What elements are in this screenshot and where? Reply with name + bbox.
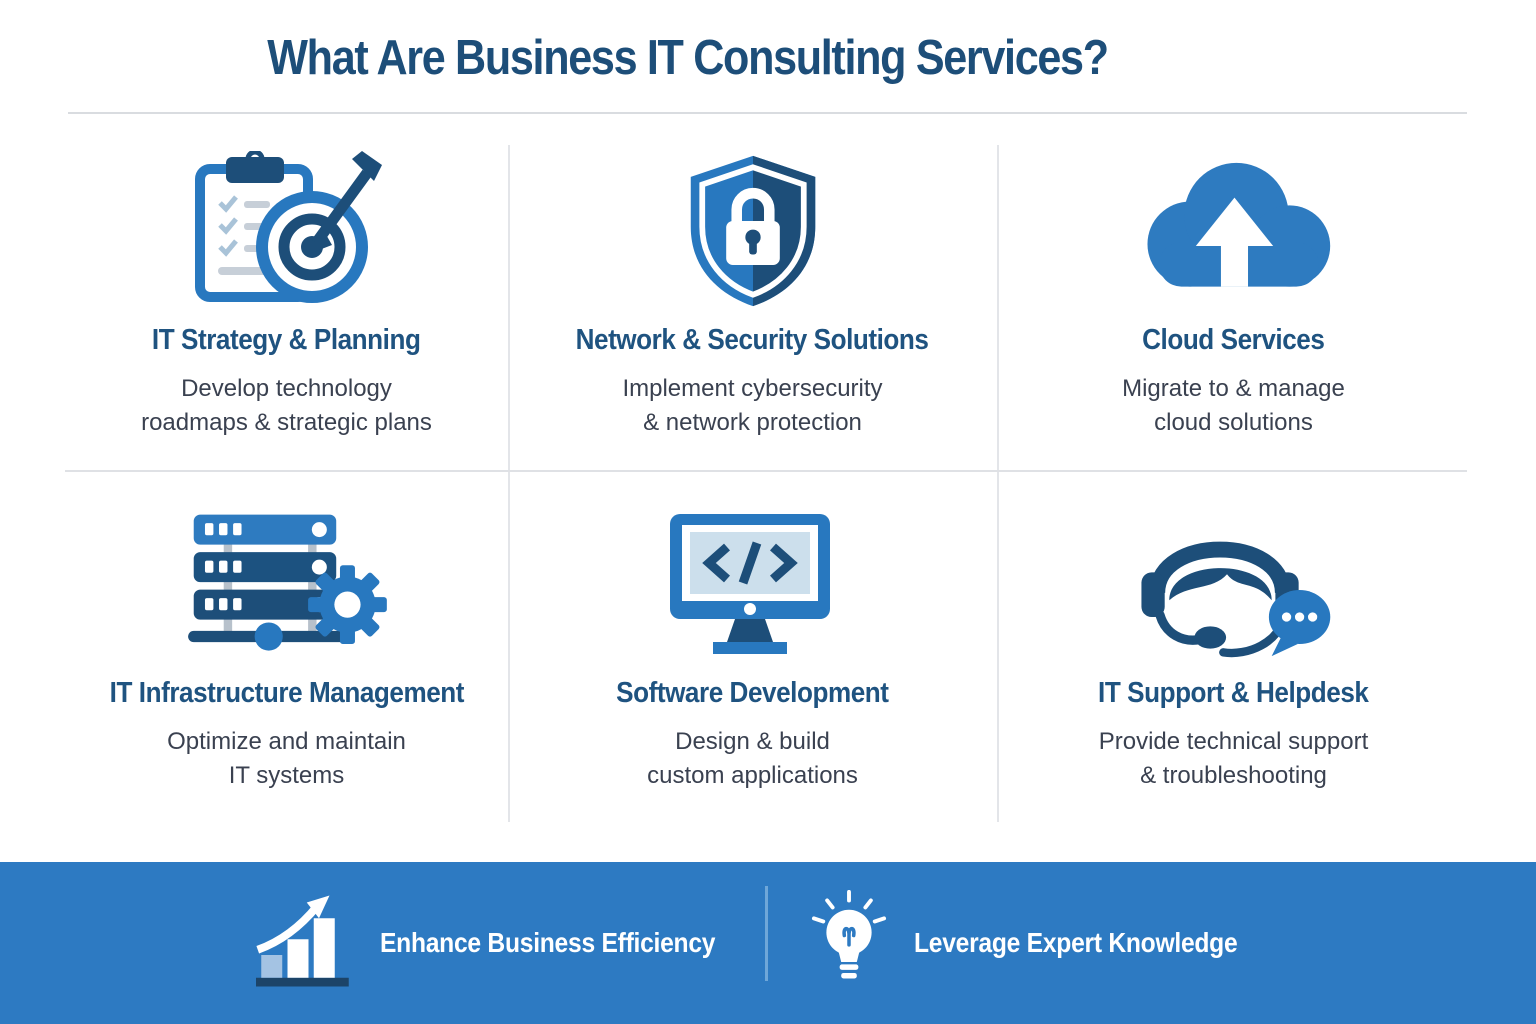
service-description-line2: & network protection [643, 409, 862, 436]
service-description: Implement cybersecurity & network protect… [622, 372, 882, 440]
service-card-network-security: Network & Security Solutions Implement c… [508, 115, 997, 472]
service-title: IT Support & Helpdesk [1098, 677, 1369, 709]
service-description-line1: Optimize and maintain [167, 728, 406, 755]
footer-banner: Enhance Business Efficiency Leverage Exp… [0, 862, 1536, 1024]
service-description: Design & build custom applications [647, 725, 858, 793]
page-header: What Are Business IT Consulting Services… [0, 30, 1536, 86]
service-description: Develop technology roadmaps & strategic p… [141, 372, 432, 440]
service-title: IT Infrastructure Management [109, 677, 464, 709]
service-card-infrastructure: IT Infrastructure Management Optimize an… [65, 472, 508, 847]
service-card-support: IT Support & Helpdesk Provide technical … [997, 472, 1470, 847]
cloud-upload-icon [1130, 152, 1338, 310]
clipboard-target-icon [189, 151, 385, 310]
service-description: Optimize and maintain IT systems [167, 725, 406, 793]
footer-divider [765, 886, 768, 981]
server-gear-icon [186, 505, 388, 663]
footer-label-efficiency: Enhance Business Efficiency [380, 927, 716, 958]
service-title: Software Development [616, 677, 889, 709]
service-description-line1: Migrate to & manage [1122, 375, 1345, 402]
service-description-line1: Design & build [675, 728, 830, 755]
service-description-line2: IT systems [228, 762, 345, 789]
monitor-code-icon [665, 505, 840, 663]
service-description-line1: Develop technology [181, 375, 392, 402]
service-description-line1: Implement cybersecurity [622, 375, 883, 402]
footer-item-efficiency: Enhance Business Efficiency [256, 862, 761, 1024]
grid-row-divider [65, 470, 1467, 472]
header-divider [68, 112, 1467, 114]
service-description-line2: custom applications [647, 762, 858, 789]
headset-chat-icon [1134, 505, 1334, 663]
service-description-line2: cloud solutions [1154, 409, 1313, 436]
service-card-software: Software Development Design & build custo… [508, 472, 997, 847]
service-description-line2: & troubleshooting [1140, 762, 1327, 789]
service-card-it-strategy: IT Strategy & Planning Develop technolog… [65, 115, 508, 472]
footer-label-knowledge: Leverage Expert Knowledge [914, 927, 1238, 958]
service-description-line1: Provide technical support [1098, 728, 1369, 755]
shield-lock-icon [681, 152, 825, 310]
service-description: Provide technical support & troubleshooti… [1099, 725, 1368, 793]
service-title: Network & Security Solutions [576, 324, 929, 356]
grid-column-divider-2 [997, 145, 999, 822]
services-grid: IT Strategy & Planning Develop technolog… [65, 115, 1470, 847]
service-card-cloud: Cloud Services Migrate to & manage cloud … [997, 115, 1470, 472]
grid-column-divider-1 [508, 145, 510, 822]
service-description-line2: roadmaps & strategic plans [141, 409, 432, 436]
growth-chart-icon [256, 893, 354, 994]
service-title: IT Strategy & Planning [152, 324, 421, 356]
service-description: Migrate to & manage cloud solutions [1122, 372, 1345, 440]
service-title: Cloud Services [1142, 324, 1325, 356]
page-title: What Are Business IT Consulting Services… [267, 31, 1110, 85]
lightbulb-icon [810, 889, 888, 997]
footer-item-knowledge: Leverage Expert Knowledge [810, 862, 1282, 1024]
